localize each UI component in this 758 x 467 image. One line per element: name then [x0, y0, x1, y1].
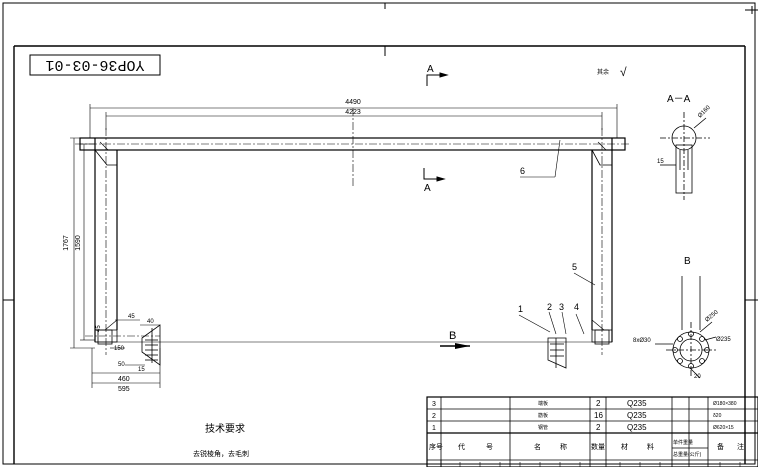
bom-header-mat2: 料: [647, 442, 654, 451]
bom-row-material: Q235: [627, 423, 647, 432]
bom-header-note1: 备: [717, 442, 724, 451]
section-aa-title: A－A: [667, 94, 691, 105]
dim-overall-height: 1767: [63, 235, 70, 251]
bom-row-note: δ20: [713, 413, 722, 419]
dim-b-250: Ø250: [704, 309, 720, 323]
notes-line1: 去锐棱角，去毛刺: [193, 449, 249, 458]
drawing-code-box: YOP36-03-01: [29, 54, 161, 76]
bom-header-code1: 代: [458, 442, 465, 451]
view-b-arrow: [440, 343, 470, 349]
section-mark-top: A: [427, 64, 434, 75]
dim-vertical: [70, 137, 95, 349]
part-6: 6: [520, 166, 525, 176]
sheet-ticks: [440, 462, 741, 467]
bom-row-material: Q235: [627, 411, 647, 420]
bom-row-note: Ø180×380: [713, 401, 737, 407]
bom-row-no: 3: [432, 401, 436, 408]
bom-row-material: Q235: [627, 399, 647, 408]
bom-header-name1: 名: [534, 442, 541, 451]
dim-section-15: 15: [657, 159, 664, 165]
view-b-mark: B: [449, 330, 456, 342]
dim-45: 45: [128, 314, 135, 320]
part-1: 1: [518, 304, 523, 314]
bom-row-no: 1: [432, 425, 436, 432]
dim-b-holes: 8xØ30: [633, 338, 651, 344]
dim-overall-width: 4490: [345, 99, 361, 106]
bom-row-qty: 16: [594, 411, 603, 420]
bom-header-total-weight: 总重量(公斤): [673, 451, 702, 458]
view-b-detail: [655, 276, 717, 379]
part-3: 3: [559, 302, 564, 312]
bom-row-name: 筋板: [538, 412, 548, 419]
dim-150: 150: [114, 346, 125, 352]
bom-row-3: 3 端板 2 Q235 Ø180×380: [432, 399, 737, 408]
bom-header-mat1: 材: [621, 442, 628, 451]
drawing-code: YOP36-03-01: [45, 56, 144, 73]
bom-table: [426, 396, 758, 467]
part-leaders: [518, 139, 596, 335]
bom-row-1: 1 钢管 2 Q235 Ø620×15: [432, 423, 734, 432]
dim-b-depth: 20: [694, 374, 701, 380]
bom-header: 序号 代 号 名 称 数量 材 料 单件重量 总重量(公斤) 备 注: [429, 439, 744, 458]
bom-row-note: Ø620×15: [713, 425, 734, 431]
bom-header-unit-weight: 单件重量: [673, 439, 693, 446]
roughness-symbol: √: [620, 65, 627, 79]
dim-horizontal: [89, 104, 618, 138]
bom-header-code2: 号: [486, 443, 493, 451]
bom-header-name2: 称: [560, 442, 567, 451]
flange-detail-right: [547, 337, 567, 369]
dim-45b: 45: [96, 325, 102, 332]
section-arrow-bottom: [423, 168, 446, 182]
dim-40: 40: [147, 319, 154, 325]
bom-row-no: 2: [432, 413, 436, 420]
dim-50: 50: [118, 362, 125, 368]
part-5: 5: [572, 262, 577, 272]
gusset-detail-left: [141, 324, 161, 366]
main-frame: [79, 137, 626, 345]
bom-row-name: 钢管: [538, 424, 548, 431]
dim-inner-width: 4223: [345, 109, 361, 116]
bom-row-qty: 2: [596, 399, 601, 408]
part-2: 2: [547, 302, 552, 312]
bom-header-no: 序号: [429, 442, 443, 451]
centerlines: [75, 108, 630, 355]
bom-row-qty: 2: [596, 423, 601, 432]
dim-460: 460: [118, 376, 130, 383]
section-aa-detail: [660, 112, 710, 200]
dim-bottom-left: [91, 319, 161, 388]
dim-b-235: Ø235: [716, 337, 731, 343]
dim-595: 595: [118, 386, 130, 393]
section-arrow-top: [426, 72, 449, 86]
dim-15: 15: [138, 367, 145, 373]
dim-inner-height: 1590: [75, 235, 82, 251]
dim-section-diameter: Ø160: [697, 104, 712, 119]
view-b-detail-title: B: [684, 256, 691, 267]
roughness-label: 其余: [597, 68, 609, 76]
bom-header-qty: 数量: [591, 442, 605, 451]
bom-header-note2: 注: [737, 442, 744, 451]
bom-row-name: 端板: [538, 400, 548, 407]
section-mark-bottom: A: [424, 183, 431, 194]
bom-row-2: 2 筋板 16 Q235 δ20: [432, 411, 722, 420]
part-4: 4: [574, 302, 579, 312]
notes-title: 技术要求: [205, 422, 245, 435]
